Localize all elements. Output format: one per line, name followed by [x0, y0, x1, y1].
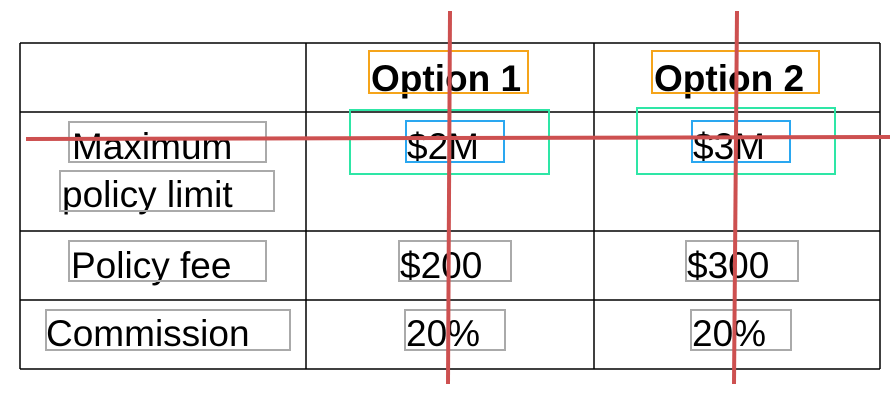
cell-option-2-max-policy: $3M — [693, 126, 765, 167]
cell-option-1-policy-fee: $200 — [400, 245, 483, 286]
annotation-box-header-option-1 — [368, 50, 529, 94]
row-label-max-policy-line1: Maximum — [72, 126, 233, 167]
annotation-box-label-policy-limit — [59, 170, 275, 212]
annotation-box-value-option-1-fee — [398, 240, 512, 282]
annotation-box-value-option-2-max — [691, 120, 791, 163]
annotation-box-value-option-2-fee — [685, 240, 799, 282]
row-label-commission: Commission — [46, 313, 250, 354]
row-label-max-policy-line2: policy limit — [62, 174, 233, 215]
annotation-box-label-maximum — [68, 121, 267, 163]
annotation-box-value-option-1-max — [405, 120, 505, 163]
annotation-box-header-option-2 — [651, 50, 820, 94]
annotation-box-label-commission — [45, 309, 291, 351]
annotation-box-label-policy-fee — [68, 240, 267, 282]
annotation-box-value-option-2-commission — [690, 309, 792, 351]
cell-option-1-commission: 20% — [406, 313, 481, 354]
cell-option-1-max-policy: $2M — [407, 126, 479, 167]
header-option-2: Option 2 — [654, 58, 805, 99]
annotation-box-value-option-1-commission — [404, 309, 506, 351]
cell-option-2-commission: 20% — [692, 313, 767, 354]
row-label-policy-fee: Policy fee — [71, 245, 232, 286]
cell-option-2-policy-fee: $300 — [687, 245, 770, 286]
